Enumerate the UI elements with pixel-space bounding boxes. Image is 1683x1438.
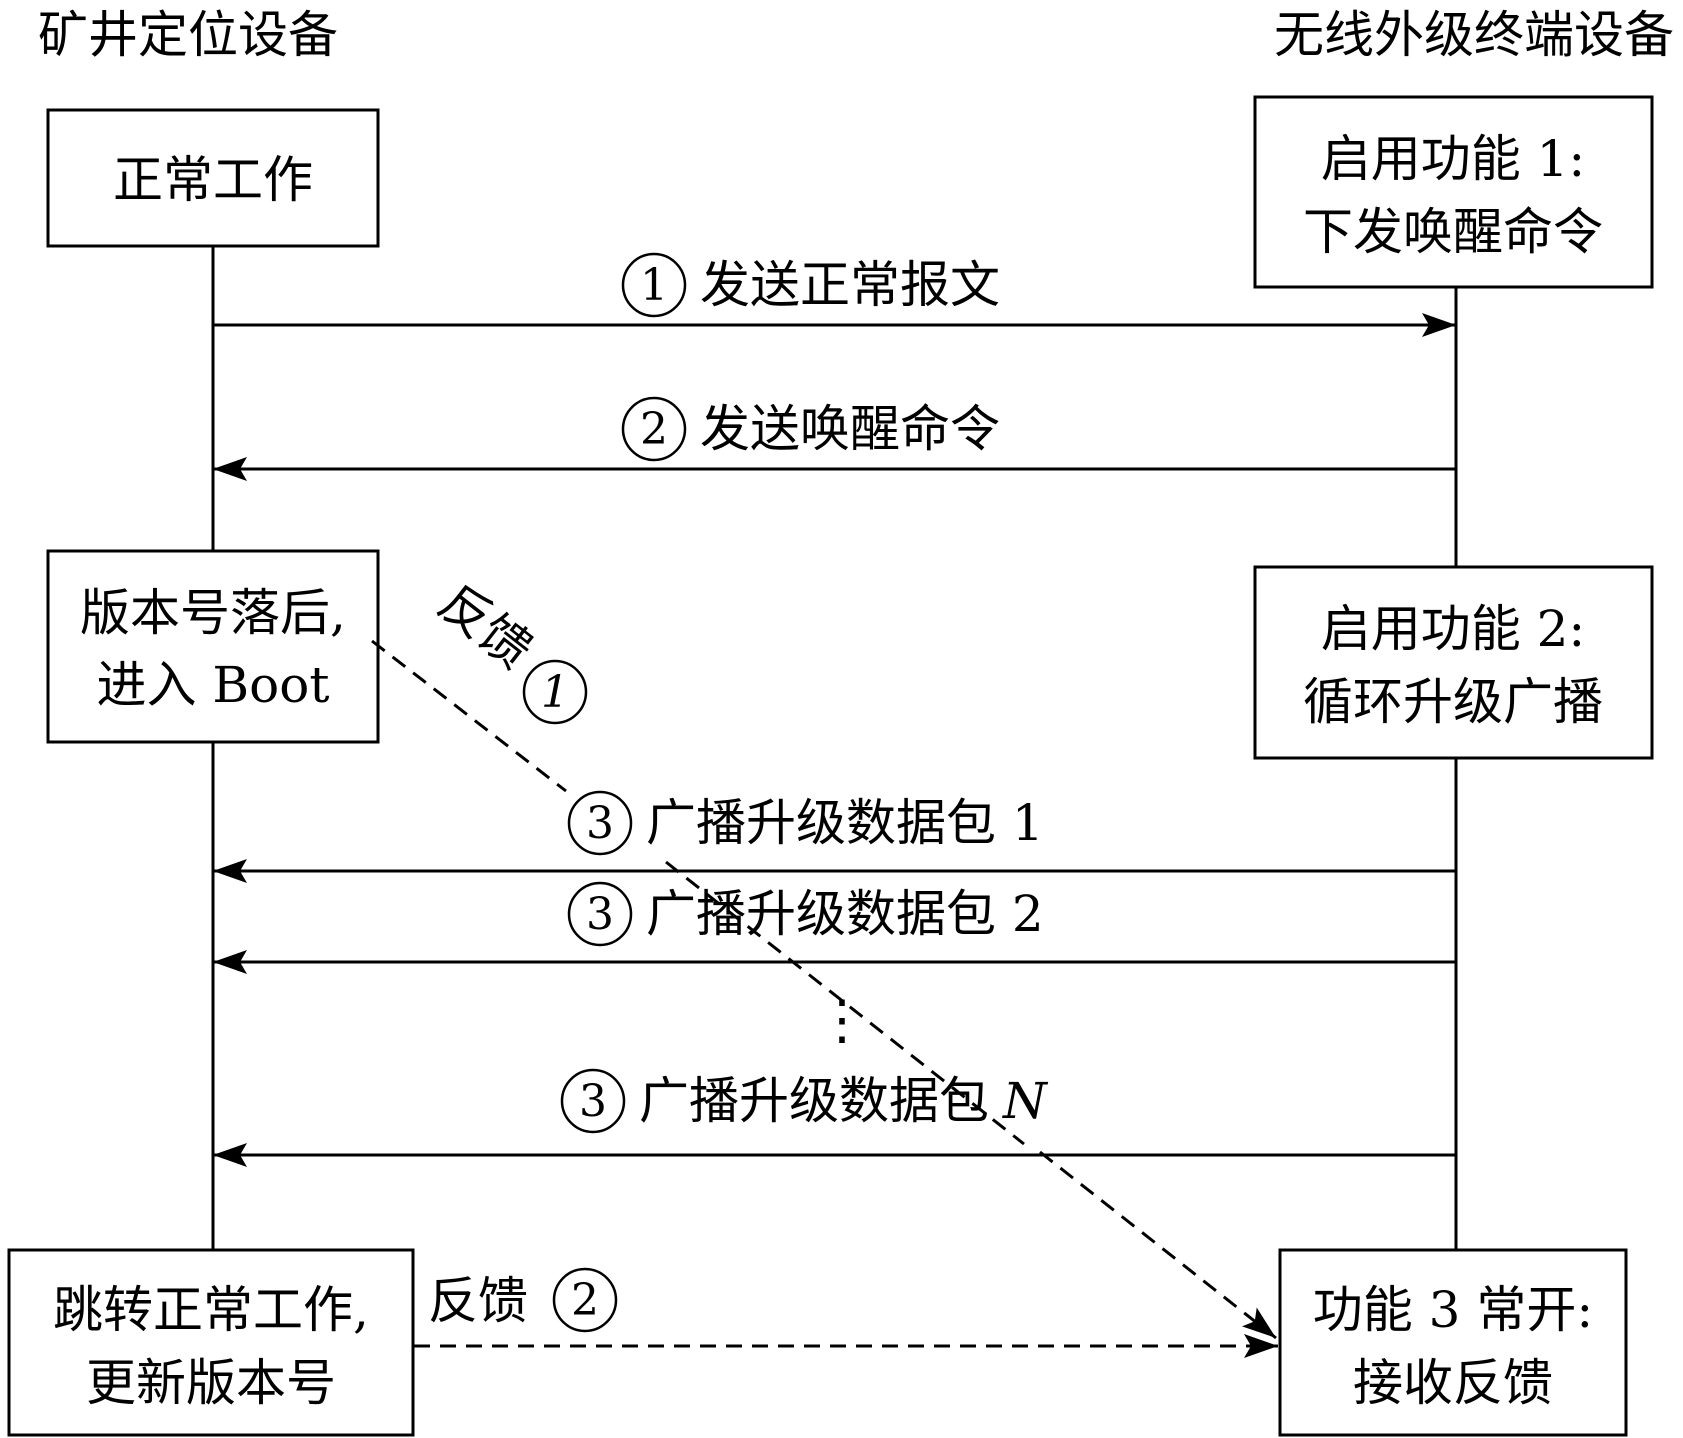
step-marker-3 (567, 790, 633, 856)
message-label: 广播升级数据包 1 (646, 794, 1044, 852)
box-jump-line-1: 跳转正常工作, (53, 1281, 369, 1339)
feedback-1-label: 反馈 1 (428, 573, 588, 725)
box-normal-work-line-1: 正常工作 (113, 151, 313, 209)
message-broadcast-1: 3 广播升级数据包 1 (213, 790, 1456, 883)
message-label-suffix: N (1002, 1072, 1049, 1130)
feedback-1-text: 反馈 (428, 573, 543, 680)
step-number: 3 (579, 1076, 607, 1127)
feedback-1-step: 1 (541, 667, 569, 718)
message-label-text: 广播升级数据包 (639, 1072, 989, 1130)
box-func3-line-2: 接收反馈 (1353, 1354, 1553, 1412)
feedback-2: 反馈 2 (414, 1267, 1278, 1358)
feedback-1-path (371, 639, 1277, 1340)
box-func2: 启用功能 2: 循环升级广播 (1253, 565, 1654, 760)
box-func2-line-2: 循环升级广播 (1303, 673, 1603, 731)
right-participant-title: 无线外级终端设备 (1274, 6, 1674, 64)
step-marker-2 (621, 396, 687, 462)
message-send-wakeup: 2 发送唤醒命令 (213, 396, 1456, 481)
step-number: 3 (586, 889, 614, 940)
step-marker-3 (560, 1068, 626, 1134)
box-jump-normal: 跳转正常工作, 更新版本号 (7, 1248, 415, 1437)
box-func1-line-1: 启用功能 1: (1321, 130, 1586, 188)
box-func3-line-1: 功能 3 常开: (1313, 1281, 1593, 1339)
message-label: 广播升级数据包 2 (646, 885, 1044, 943)
feedback-2-marker (552, 1267, 618, 1333)
step-number: 3 (586, 798, 614, 849)
message-send-normal: 1 发送正常报文 (213, 252, 1456, 337)
box-func3: 功能 3 常开: 接收反馈 (1278, 1248, 1628, 1437)
box-func1-line-2: 下发唤醒命令 (1303, 203, 1603, 261)
step-number: 1 (640, 260, 668, 311)
more-packets-ellipsis: ⋮ (815, 988, 869, 1051)
step-marker-1 (621, 252, 687, 318)
message-label: 发送唤醒命令 (700, 400, 1000, 458)
left-participant-title: 矿井定位设备 (38, 6, 338, 64)
box-jump-line-2: 更新版本号 (86, 1354, 336, 1412)
message-label: 发送正常报文 (700, 256, 1000, 314)
feedback-2-text: 反馈 (428, 1272, 528, 1330)
box-func2-line-1: 启用功能 2: (1321, 600, 1586, 658)
step-number: 2 (640, 404, 668, 455)
feedback-1-marker (522, 659, 588, 725)
box-boot-line-2: 进入 Boot (97, 656, 330, 714)
feedback-2-step: 2 (571, 1275, 599, 1326)
box-normal-work: 正常工作 (46, 108, 380, 248)
box-boot: 版本号落后, 进入 Boot (46, 549, 380, 744)
step-marker-3 (567, 881, 633, 947)
box-boot-line-1: 版本号落后, (80, 584, 346, 642)
box-func1: 启用功能 1: 下发唤醒命令 (1253, 95, 1654, 289)
message-broadcast-2: 3 广播升级数据包 2 (213, 881, 1456, 974)
